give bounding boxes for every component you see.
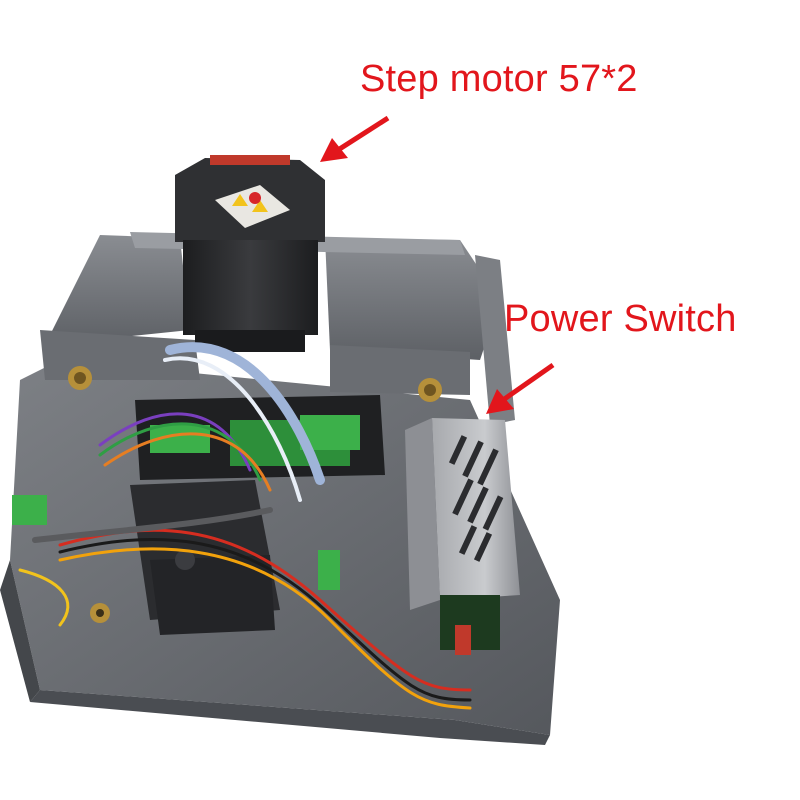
power-supply [405, 418, 520, 655]
housing-walls [40, 232, 515, 623]
motor-warning-label [215, 185, 290, 228]
annotation-arrows [320, 115, 555, 414]
arrow-step-motor [336, 115, 390, 153]
step-motor-label: Step motor 57*2 [360, 58, 638, 100]
power-switch-label: Power Switch [504, 298, 737, 340]
arrow-power-switch [501, 362, 555, 403]
step-motor-upper [175, 155, 325, 352]
wiring-harness [18, 342, 472, 710]
power-switch-connector [455, 625, 471, 655]
